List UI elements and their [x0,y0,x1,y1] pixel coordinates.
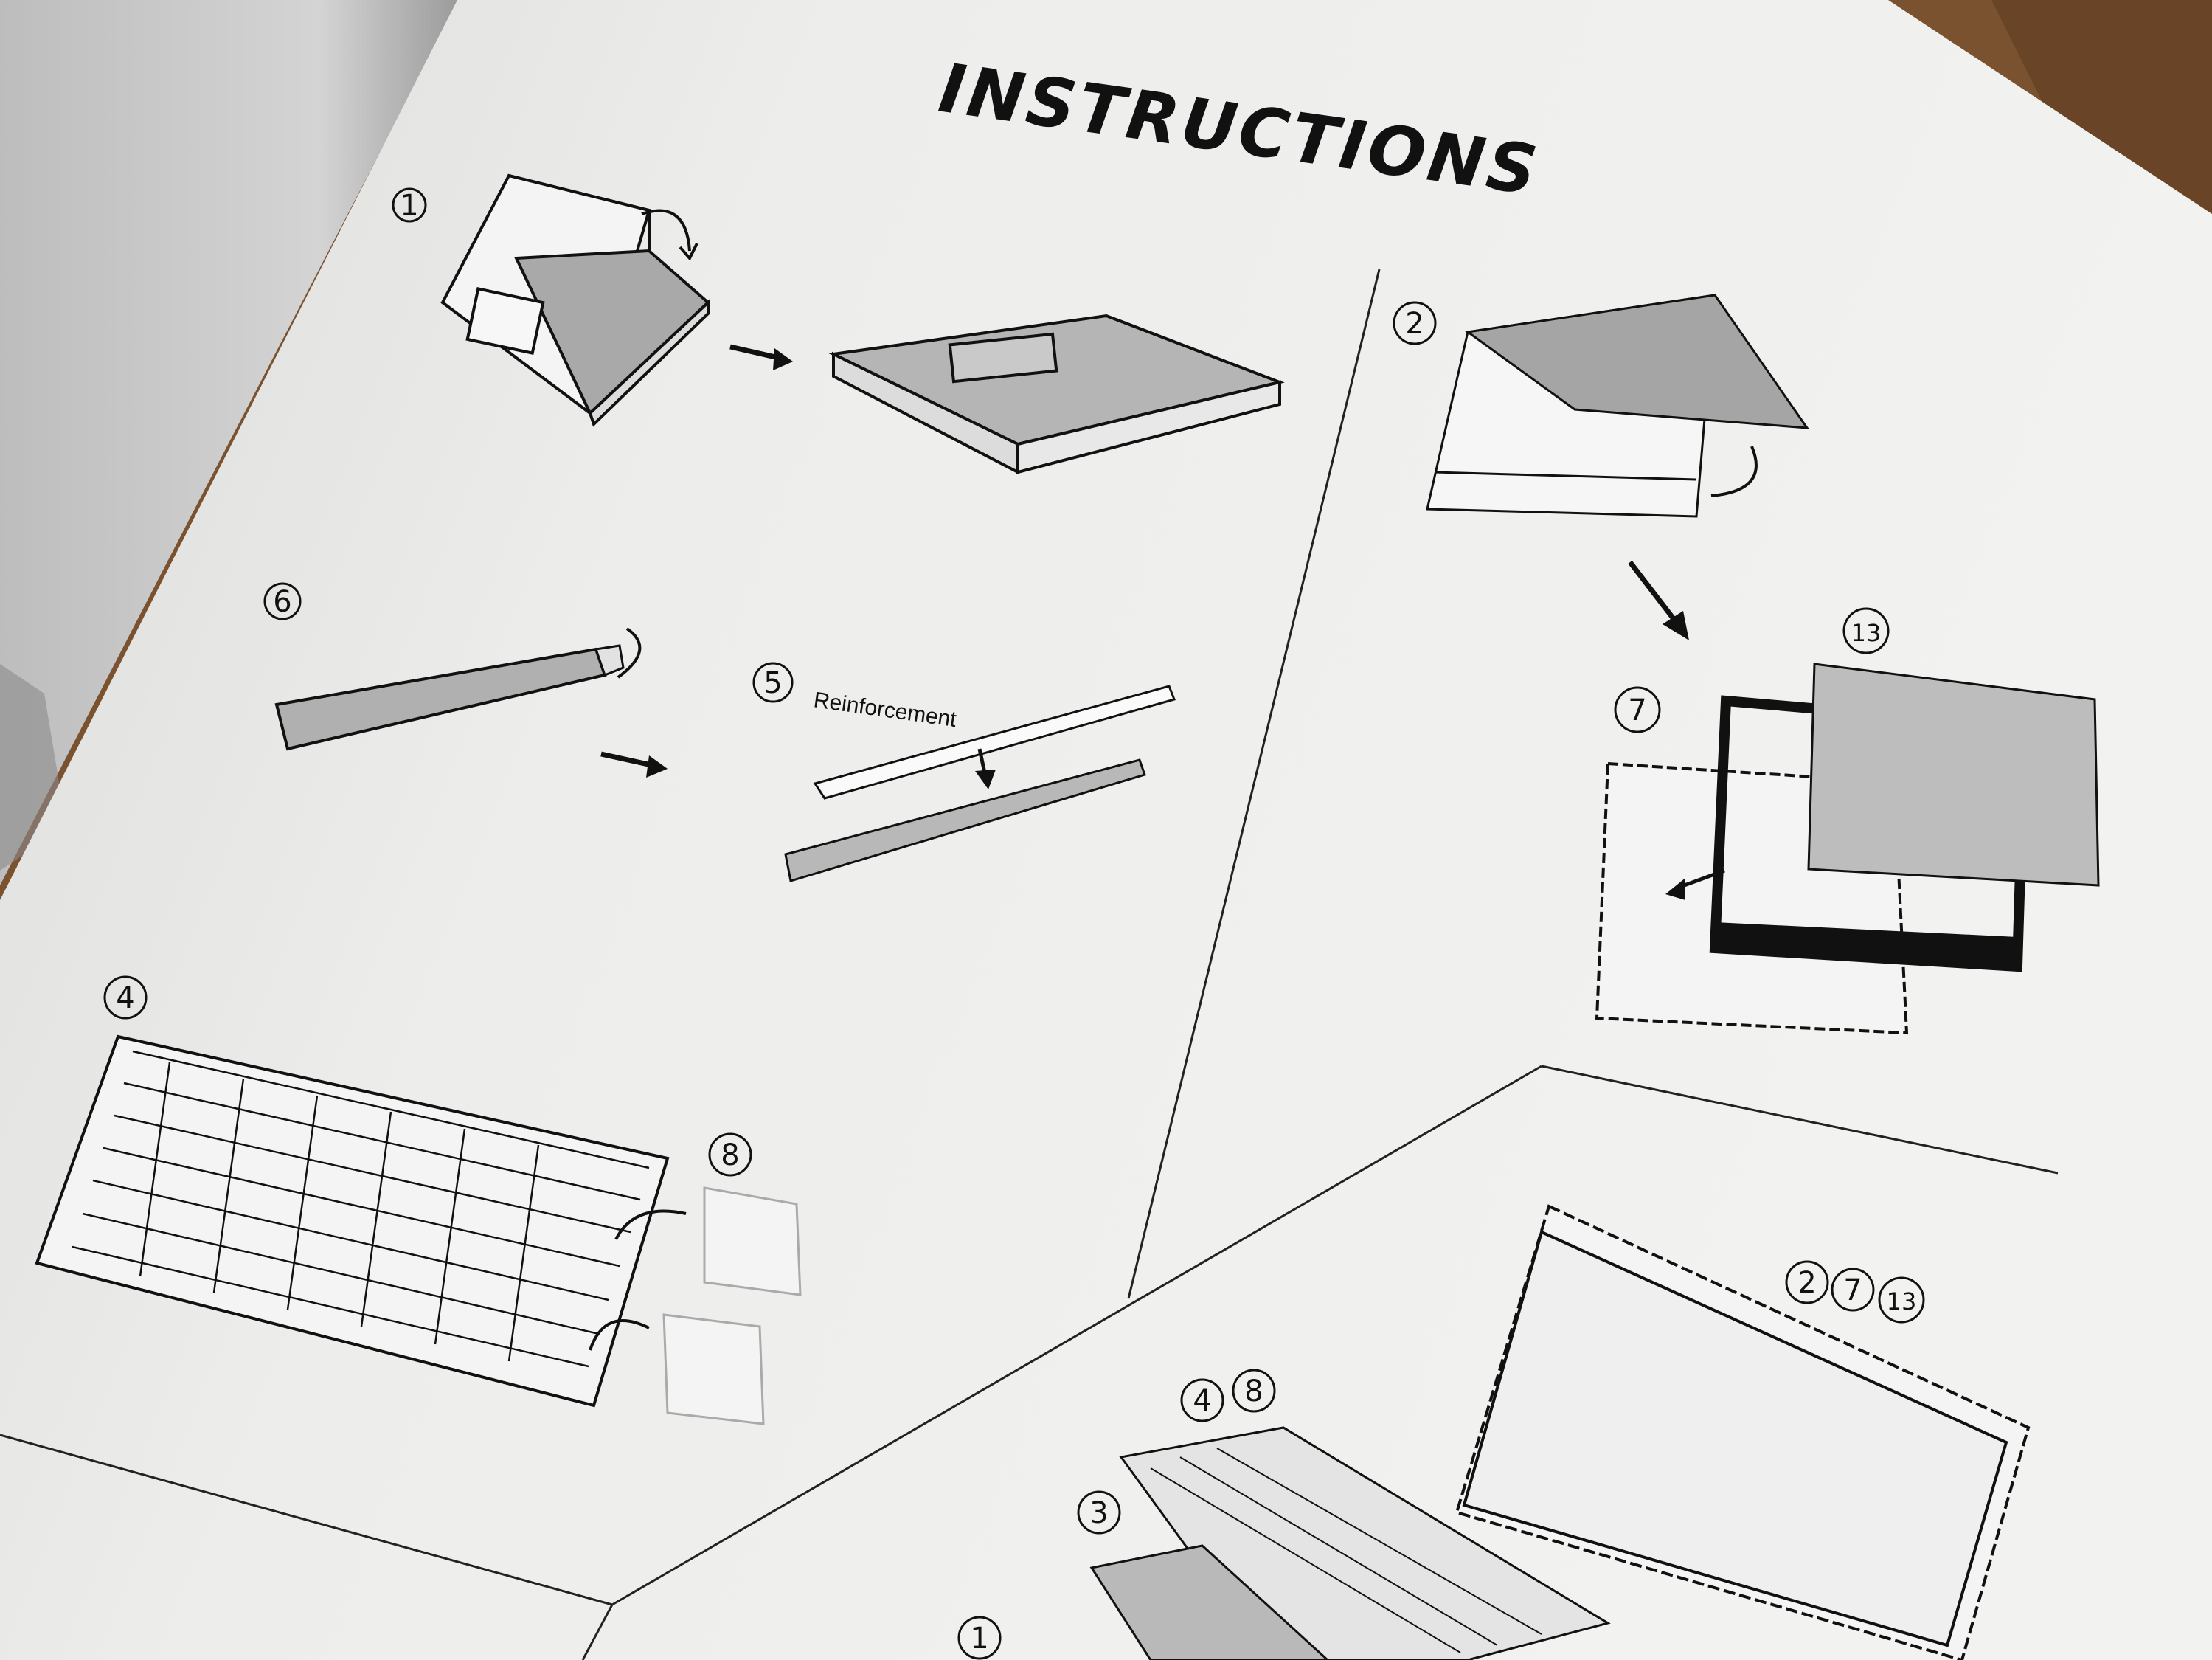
svg-text:2: 2 [1405,307,1424,341]
svg-text:8: 8 [1244,1374,1263,1408]
screen-assembly-icon [1455,1204,2031,1660]
step-7-marker: 7 [1614,686,1661,733]
lcd-screen-icon [1807,663,2100,887]
step-1-marker: 1 [392,187,427,223]
step-5-marker: 5 [752,662,794,703]
battery-plate-icon [1089,1544,1330,1660]
marker-4-8: 4 8 [1180,1369,1276,1422]
open-laptop-frame-icon [440,173,710,427]
svg-text:7: 7 [1843,1273,1862,1307]
panel-dividers [0,269,2059,1660]
marker-1: 1 [957,1616,1002,1660]
step-1-panel: 1 [392,173,1285,475]
svg-text:2: 2 [1797,1266,1816,1300]
step-13-marker: 13 [1842,607,1890,654]
down-arrow-icon [975,748,996,789]
display-panel-icon [1426,294,1810,518]
step-7-arrow-icon [1665,868,1725,900]
hinge-strip-icon [784,758,1146,882]
rubber-pad-icon [662,1186,802,1425]
rotate-arrow-icon [641,209,691,252]
step-2-marker: 2 [1393,301,1437,345]
svg-text:3: 3 [1089,1496,1108,1530]
marker-2-7-13: 2 7 13 [1785,1260,1925,1324]
step-6-panel: 6 [263,582,668,778]
svg-text:5: 5 [763,666,782,700]
step-6-arrow-icon [600,751,668,778]
curved-arrow-icon [589,1319,650,1351]
step-1-arrow-icon [729,344,793,370]
svg-text:4: 4 [116,981,134,1015]
closed-laptop-base-icon [828,314,1285,475]
step-13-7-panel: 13 7 [1595,607,2100,1035]
step-2-panel: 2 [1393,294,1810,640]
step-2-arrow-icon [1628,560,1689,640]
svg-text:7: 7 [1628,694,1646,727]
left-page [0,0,457,885]
svg-text:1: 1 [970,1622,988,1656]
curved-arrow-icon [614,1209,687,1240]
rotate-arrow-icon [1710,446,1758,497]
svg-text:13: 13 [1851,619,1882,647]
svg-text:8: 8 [721,1138,739,1172]
step-6-marker: 6 [263,582,302,620]
step-4-panel: 4 8 [35,975,802,1425]
reinforcement-strip-icon [813,685,1176,800]
svg-text:6: 6 [273,585,291,619]
svg-text:4: 4 [1193,1384,1211,1418]
rotate-arrow-icon [617,627,642,679]
marker-3: 3 [1077,1490,1121,1535]
step-4-marker: 4 [103,975,148,1020]
keyboard-icon [35,1034,670,1408]
svg-text:13: 13 [1887,1287,1917,1315]
svg-text:1: 1 [400,189,418,223]
step-8-marker: 8 [708,1132,752,1177]
assembly-panel: 2 7 13 4 8 3 1 [957,1204,2031,1660]
